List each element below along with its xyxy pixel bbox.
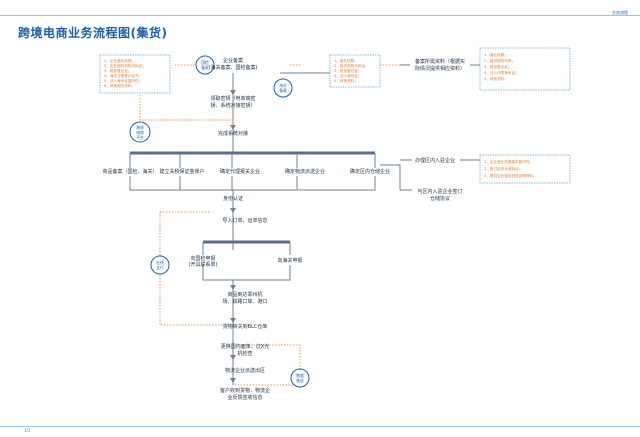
step-bonded-account: 建立关税保证金账户 xyxy=(159,168,204,175)
step-filing-data: 际情况提供相应资料） xyxy=(415,65,465,72)
step-repack: 更换国内面单、过X光 xyxy=(221,343,269,350)
step-inzone-enterprise: 办理区内入驻企业 xyxy=(415,157,455,164)
circle-customs-reg-text: 备案 xyxy=(279,88,287,93)
step-transfer: 货物转关到BLC仓库 xyxy=(223,323,268,330)
top-rule xyxy=(0,15,640,16)
arrowheads xyxy=(230,90,236,383)
circle-customs-filing: 国检 备案 xyxy=(195,55,215,75)
note-mid-top-line: 3、税务登记证； xyxy=(334,68,361,73)
note-right-mid-line: 3、提供企业相关资质证明材料。 xyxy=(484,173,537,178)
step-import-order: 导入订单、运单信息 xyxy=(222,217,267,224)
note-right-mid-line: 1、企业营业执照副本复印件； xyxy=(484,159,533,164)
step-warehouse-agreement: 与区内入驻企业签订 xyxy=(417,188,462,195)
note-left-top-line: 5、法人身份证复印件； xyxy=(104,78,142,83)
step-enterprise-filing: (海关备案、国检备案) xyxy=(209,64,258,71)
step-get-account: 钥、系统对接密钥） xyxy=(210,102,255,109)
header-section-label: 业务流程 xyxy=(612,10,628,15)
dotted-flow-lines xyxy=(139,64,400,386)
step-filing-data: 备案所需资料（根据实 xyxy=(415,58,465,65)
step-goods-filing: 商品备案（国检、海关） xyxy=(102,168,157,175)
note-right-top-line: 2、组织机构代码； xyxy=(484,58,515,63)
step-warehouse: 确定区内仓储企业 xyxy=(350,168,390,175)
circle-pay-text: 在线 xyxy=(156,260,164,265)
note-right-top-line: 5、其他资料。 xyxy=(484,76,508,81)
note-box-left-top: 1、企业营业执照； 2、企业组织机构代码证； 3、税务登记证； 4、海关注册登记… xyxy=(99,54,171,94)
note-mid-top-line: 2、组织机构代码证； xyxy=(334,63,369,68)
note-mid-top-line: 4、法人身份证； xyxy=(334,73,361,78)
page-number: 10 xyxy=(24,428,31,434)
step-arrival: 商品到达郑州机 xyxy=(227,291,262,298)
note-box-mid-top: 1、营业执照； 2、组织机构代码证； 3、税务登记证； 4、法人身份证； 5、其… xyxy=(329,54,381,88)
note-right-top-line: 3、税务登记证； xyxy=(484,64,511,69)
circle-docking-text: 跨境 xyxy=(136,125,144,130)
step-arrival: 场、铁路口岸、港口 xyxy=(222,298,267,305)
note-box-right-top: 1、营业执照； 2、组织机构代码； 3、税务登记证； 4、法人代表身份证； 5、… xyxy=(479,47,571,91)
note-left-top-line: 2、企业组织机构代码证； xyxy=(104,63,146,68)
note-left-top-line: 6、其他相关资料。 xyxy=(104,83,135,88)
step-system-dock: 完成系统对接 xyxy=(218,130,248,137)
right-connectors xyxy=(400,64,480,191)
step-warehouse-agreement: 仓储协议 xyxy=(430,195,450,202)
step-identity: 身份认证 xyxy=(223,195,243,202)
step-inspection: (开具联系单) xyxy=(189,261,218,268)
circle-pay: 在线 支付 xyxy=(150,255,170,275)
circle-customs-reg: 海关 备案 xyxy=(273,78,293,98)
connector-lines xyxy=(129,72,401,385)
note-right-top-line: 1、营业执照； xyxy=(484,52,508,57)
note-right-mid-line: 2、签订区内仓储协议； xyxy=(484,166,522,171)
circle-pay-text: 支付 xyxy=(156,265,164,270)
note-box-right-mid: 1、企业营业执照副本复印件； 2、签订区内仓储协议； 3、提供企业相关资质证明材… xyxy=(479,154,571,184)
note-left-top-line: 1、企业营业执照； xyxy=(104,58,135,63)
step-customs-agent: 确定代理报关企业 xyxy=(220,168,260,175)
note-left-top-line: 3、税务登记证； xyxy=(104,68,131,73)
note-mid-top-line: 1、营业执照； xyxy=(334,58,358,63)
step-receipt: 业反馈签收信息 xyxy=(227,394,262,401)
circle-docking: 跨境 电商 平台 xyxy=(129,121,151,143)
step-receipt: 客户收到货物，物流企 xyxy=(220,387,270,394)
note-right-top-line: 4、法人代表身份证； xyxy=(484,70,519,75)
circle-data-push-text: 推送 xyxy=(296,378,304,383)
circle-customs-filing-text: 国检 xyxy=(201,60,209,65)
note-left-top-line: 4、海关注册登记证书； xyxy=(104,73,142,78)
circle-customs-reg-text: 海关 xyxy=(279,83,287,88)
bottom-rule xyxy=(0,426,640,427)
circle-customs-filing-text: 备案 xyxy=(201,65,209,70)
step-logistics: 确定物流派送企业 xyxy=(285,168,325,175)
step-dispatch: 物流企业派送出区 xyxy=(225,367,265,374)
circle-data-push: 数据 推送 xyxy=(290,368,310,388)
note-mid-top-line: 5、其他资料。 xyxy=(334,78,358,83)
step-inspection: 向国检申报 xyxy=(190,255,215,262)
circle-docking-text: 电商 xyxy=(136,130,144,135)
page-title: 跨境电商业务流程图(集货) xyxy=(18,26,168,40)
circle-data-push-text: 数据 xyxy=(296,373,304,378)
step-repack: 机检查 xyxy=(237,350,252,357)
circle-docking-text: 平台 xyxy=(136,135,144,140)
step-get-account: 领取密钥（电商端密 xyxy=(210,95,255,102)
step-customs-declare: 向海关申报 xyxy=(277,257,302,264)
step-enterprise-filing: 企业备案 xyxy=(223,57,243,64)
